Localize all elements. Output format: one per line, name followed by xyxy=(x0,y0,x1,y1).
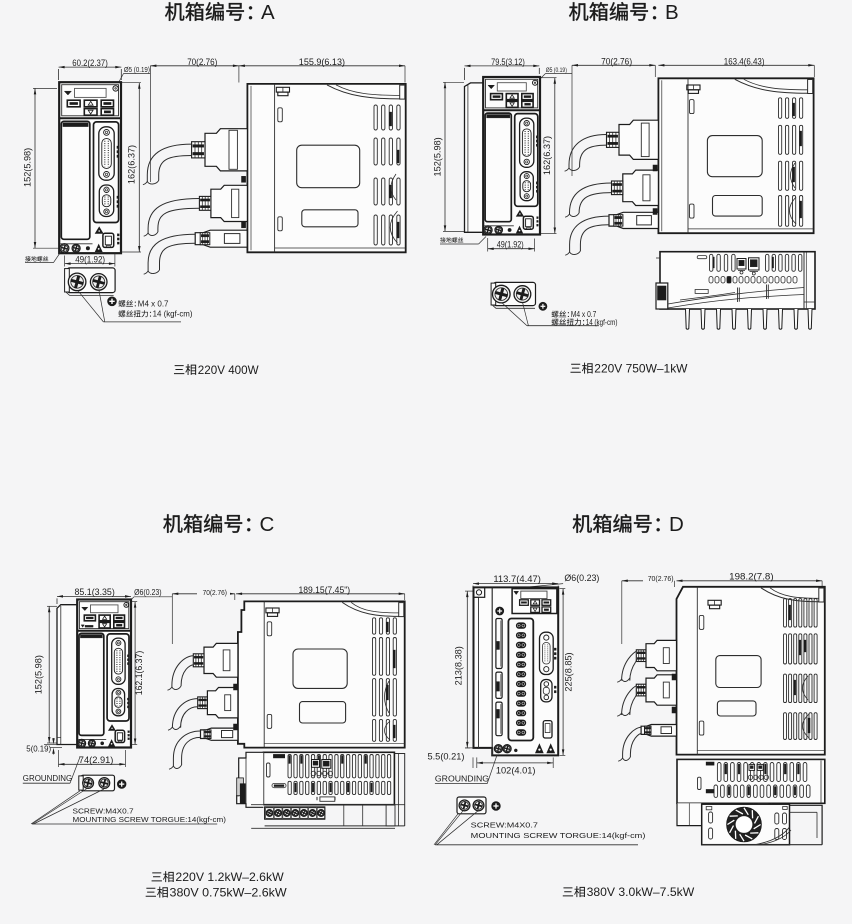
svg-text:Ø6(0.23): Ø6(0.23) xyxy=(564,573,599,583)
svg-text:225(8.85): 225(8.85) xyxy=(564,652,574,691)
svg-text:162(6.37): 162(6.37) xyxy=(127,145,137,184)
svg-text:162(6.37): 162(6.37) xyxy=(542,136,552,175)
svg-text:162.1(6.37): 162.1(6.37) xyxy=(134,651,144,696)
svg-text:79.5(3.12): 79.5(3.12) xyxy=(491,57,525,67)
svg-text:85.1(3.35): 85.1(3.35) xyxy=(75,587,115,597)
svg-text:MOUNTING SCREW TORGUE:14(kgf-c: MOUNTING SCREW TORGUE:14(kgf-cm) xyxy=(73,815,227,824)
svg-text:70(2.76): 70(2.76) xyxy=(601,56,632,66)
svg-text:Ø5 (0.19): Ø5 (0.19) xyxy=(546,67,567,74)
svg-text:220V 400W: 220V 400W xyxy=(198,363,259,377)
svg-text:14 (kgf-cm): 14 (kgf-cm) xyxy=(586,318,618,327)
svg-text:380V 0.75kW–2.6kW: 380V 0.75kW–2.6kW xyxy=(170,886,288,900)
svg-text:M4 x 0.7: M4 x 0.7 xyxy=(571,310,597,319)
svg-text:220V 1.2kW–2.6kW: 220V 1.2kW–2.6kW xyxy=(175,870,284,884)
svg-text:B: B xyxy=(665,1,679,24)
svg-text:189.15(7.45"): 189.15(7.45") xyxy=(299,585,351,595)
svg-text:49(1.92): 49(1.92) xyxy=(497,240,524,250)
svg-text:Ø5 (0.19): Ø5 (0.19) xyxy=(124,67,150,74)
svg-text:GROUNDING: GROUNDING xyxy=(435,774,489,783)
svg-text:D: D xyxy=(669,513,684,536)
svg-text:MOUNTING SCREW TORGUE:14(kgf-c: MOUNTING SCREW TORGUE:14(kgf-cm) xyxy=(471,831,646,840)
svg-text:152(5.98): 152(5.98) xyxy=(432,137,442,176)
svg-text:113.7(4.47): 113.7(4.47) xyxy=(493,574,541,584)
svg-text:74(2.91): 74(2.91) xyxy=(79,755,114,765)
svg-text:155.9(6.13): 155.9(6.13) xyxy=(299,57,345,67)
svg-text:102(4.01): 102(4.01) xyxy=(496,766,536,776)
svg-text:14 (kgf-cm): 14 (kgf-cm) xyxy=(153,310,193,319)
svg-text:5.5(0.21): 5.5(0.21) xyxy=(428,752,465,762)
svg-text:198.2(7.8): 198.2(7.8) xyxy=(729,572,773,582)
svg-text:GROUNDING: GROUNDING xyxy=(23,774,72,783)
svg-text:70(2.76): 70(2.76) xyxy=(187,57,217,67)
svg-text:70(2.76): 70(2.76) xyxy=(203,588,227,597)
svg-text:163.4(6.43): 163.4(6.43) xyxy=(724,56,765,66)
svg-text:5(0.19): 5(0.19) xyxy=(26,745,51,754)
svg-text:70(2.76): 70(2.76) xyxy=(648,574,674,583)
svg-text:380V 3.0kW–7.5kW: 380V 3.0kW–7.5kW xyxy=(587,885,695,899)
svg-text:220V 750W–1kW: 220V 750W–1kW xyxy=(594,362,688,376)
svg-text:213(8.38): 213(8.38) xyxy=(454,646,464,685)
svg-text:Ø6(0.23): Ø6(0.23) xyxy=(134,588,162,597)
svg-text:SCREW:M4X0.7: SCREW:M4X0.7 xyxy=(73,807,134,816)
svg-text:A: A xyxy=(261,1,275,24)
svg-text:SCREW:M4X0.7: SCREW:M4X0.7 xyxy=(471,821,538,830)
svg-text:49(1.92): 49(1.92) xyxy=(75,254,105,264)
svg-text:60.2(2.37): 60.2(2.37) xyxy=(72,58,108,68)
svg-text:C: C xyxy=(260,513,275,536)
svg-text:M4 x 0.7: M4 x 0.7 xyxy=(138,299,169,308)
svg-text:152(5.98): 152(5.98) xyxy=(23,148,33,187)
svg-text:152(5.98): 152(5.98) xyxy=(34,655,44,694)
